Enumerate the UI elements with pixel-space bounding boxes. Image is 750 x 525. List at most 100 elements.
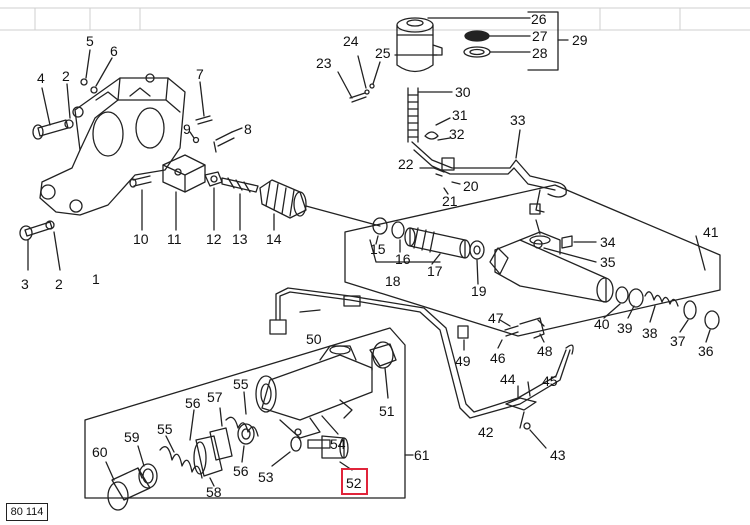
- callout-56-upper: 56: [185, 395, 201, 411]
- callout-46: 46: [490, 350, 506, 366]
- callout-21: 21: [442, 193, 458, 209]
- callout-24: 24: [343, 33, 359, 49]
- seal-28: [463, 46, 491, 58]
- seal-36: [704, 310, 720, 330]
- housing-1: [39, 73, 186, 216]
- group-frame-lower: [84, 327, 406, 499]
- callout-34: 34: [600, 234, 616, 250]
- boot-60: [107, 467, 151, 511]
- highlight-box-52: [341, 468, 368, 495]
- bracket-group-29: [527, 11, 559, 71]
- ring-39: [628, 288, 644, 308]
- callout-1: 1: [92, 271, 100, 287]
- callout-3: 3: [21, 276, 29, 292]
- callout-17: 17: [427, 263, 443, 279]
- piston-17: [404, 227, 471, 259]
- nut-5: [80, 78, 88, 86]
- pin-8: [213, 131, 235, 153]
- callout-44: 44: [500, 371, 516, 387]
- clip-50: [343, 295, 361, 307]
- callout-9: 9: [183, 121, 191, 137]
- callout-33: 33: [510, 112, 526, 128]
- bolt-46: [504, 325, 519, 337]
- callout-55-lower: 55: [157, 421, 173, 437]
- callout-27: 27: [532, 28, 548, 44]
- seal-19: [469, 240, 485, 260]
- fitting-41-top: [529, 203, 541, 215]
- boot-14: [259, 179, 307, 219]
- header-table-lines: [0, 7, 750, 31]
- nut-43: [523, 422, 531, 430]
- group-frame-upper: [344, 184, 721, 337]
- callout-45: 45: [542, 373, 558, 389]
- reservoir-26: [394, 17, 443, 73]
- washer-53: [290, 436, 302, 452]
- callout-57: 57: [207, 389, 223, 405]
- callout-11: 11: [167, 231, 182, 247]
- screw-7: [195, 115, 213, 125]
- callout-59: 59: [124, 429, 140, 445]
- callout-6: 6: [110, 43, 118, 59]
- callout-5: 5: [86, 33, 94, 49]
- callout-51: 51: [379, 403, 395, 419]
- callout-25: 25: [375, 45, 391, 61]
- cap-27: [464, 30, 490, 42]
- callout-2a: 2: [62, 68, 70, 84]
- pin-10: [132, 175, 152, 187]
- washer-35: [533, 239, 543, 249]
- callout-48: 48: [537, 343, 553, 359]
- bracket-48: [519, 317, 545, 339]
- spring-55-upper: [225, 416, 259, 437]
- ring-15: [372, 217, 388, 235]
- callout-41: 41: [703, 224, 719, 240]
- nut-25: [369, 83, 375, 89]
- callout-4: 4: [37, 70, 45, 86]
- callout-49: 49: [455, 353, 471, 369]
- callout-7: 7: [196, 66, 204, 82]
- drawing-number-stamp: 80 114: [6, 503, 48, 521]
- callout-20: 20: [463, 178, 479, 194]
- tube-50: [279, 291, 571, 419]
- spring-55: [159, 446, 203, 479]
- piston-57: [209, 427, 233, 461]
- tube-33: [411, 141, 556, 183]
- pin-49: [457, 325, 469, 339]
- pushrod-13: [221, 177, 259, 193]
- callout-61: 61: [414, 447, 430, 463]
- callout-28: 28: [532, 45, 548, 61]
- callout-22: 22: [398, 156, 414, 172]
- bracket-18: [369, 239, 441, 263]
- hose-30: [407, 87, 419, 143]
- yoke-11: [162, 154, 206, 193]
- nut-12: [204, 171, 223, 187]
- callout-47: 47: [488, 310, 504, 326]
- fitting-32: [441, 157, 455, 171]
- spring-38: [644, 291, 679, 307]
- callout-35: 35: [600, 254, 616, 270]
- callout-23: 23: [316, 55, 332, 71]
- bolt-4: [32, 119, 74, 140]
- slave-cylinder-body: [255, 345, 373, 439]
- callout-39: 39: [617, 320, 633, 336]
- callout-50: 50: [306, 331, 322, 347]
- callout-12: 12: [206, 231, 222, 247]
- callout-40: 40: [594, 316, 610, 332]
- bolt-3: [19, 220, 55, 241]
- callout-18: 18: [385, 273, 401, 289]
- callout-2b: 2: [55, 276, 63, 292]
- callout-8: 8: [244, 121, 252, 137]
- bolt-22: [433, 167, 445, 177]
- callout-56-lower: 56: [233, 463, 249, 479]
- callout-58: 58: [206, 484, 222, 500]
- seal-56: [237, 423, 255, 445]
- callout-42: 42: [478, 424, 494, 440]
- callout-13: 13: [232, 231, 248, 247]
- callout-52: 52: [346, 475, 362, 491]
- piston-58: [195, 435, 223, 477]
- callout-60: 60: [92, 444, 108, 460]
- callout-55-upper: 55: [233, 376, 249, 392]
- callout-30: 30: [455, 84, 471, 100]
- seal-59: [138, 463, 158, 489]
